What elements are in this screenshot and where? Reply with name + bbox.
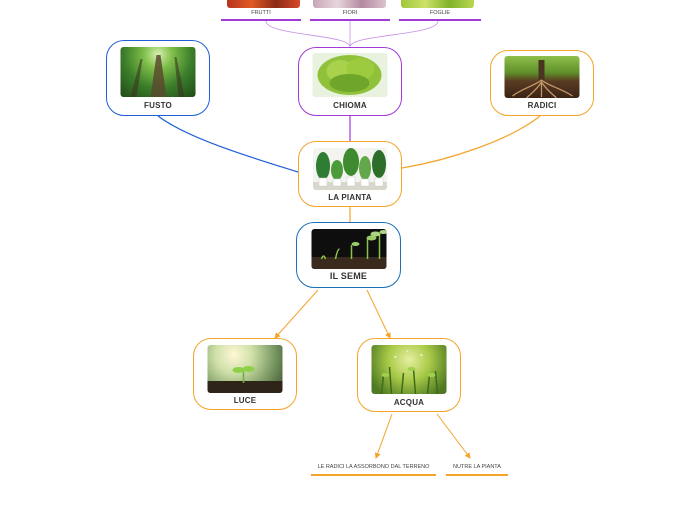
leaf-foglie[interactable]: FOGLIE xyxy=(399,10,481,21)
leaf-frutti-label: FRUTTI xyxy=(251,10,271,16)
leaf-radici-assorbono-label: LE RADICI LA ASSORBONO DAL TERRENO xyxy=(317,464,430,470)
leaf-foglie-label: FOGLIE xyxy=(429,10,451,16)
leaf-nutre-label: NUTRE LA PIANTA xyxy=(453,464,501,470)
node-chioma-label: CHIOMA xyxy=(333,101,367,110)
node-seme-label: IL SEME xyxy=(329,271,368,281)
leaf-nutre[interactable]: NUTRE LA PIANTA xyxy=(446,464,508,476)
sprout-sunlight-image xyxy=(207,345,283,393)
node-fusto[interactable]: FUSTO xyxy=(106,40,210,116)
forest-trunk-image xyxy=(120,47,196,97)
leaf-fiori[interactable]: FIORI xyxy=(310,10,390,21)
water-plants-image xyxy=(371,345,447,394)
node-pianta-label: LA PIANTA xyxy=(328,193,372,202)
node-radici-label: RADICI xyxy=(527,101,557,110)
tree-roots-image xyxy=(504,56,580,98)
node-radici[interactable]: RADICI xyxy=(490,50,594,116)
node-acqua-label: ACQUA xyxy=(393,398,425,407)
node-seme[interactable]: IL SEME xyxy=(296,222,401,288)
node-luce[interactable]: LUCE xyxy=(193,338,297,410)
node-fusto-label: FUSTO xyxy=(144,101,172,110)
tree-canopy-image xyxy=(312,53,388,97)
potted-plants-image xyxy=(313,148,387,190)
leaf-frutti[interactable]: FRUTTI xyxy=(221,10,301,21)
leaf-fiori-label: FIORI xyxy=(342,10,358,16)
seedling-growth-image xyxy=(311,229,386,269)
fiori-image xyxy=(313,0,386,8)
node-chioma[interactable]: CHIOMA xyxy=(298,47,402,116)
leaf-radici-assorbono[interactable]: LE RADICI LA ASSORBONO DAL TERRENO xyxy=(311,464,436,476)
node-pianta[interactable]: LA PIANTA xyxy=(298,141,402,207)
frutti-image xyxy=(227,0,300,8)
node-luce-label: LUCE xyxy=(233,396,257,405)
foglie-image xyxy=(401,0,474,8)
node-acqua[interactable]: ACQUA xyxy=(357,338,461,412)
